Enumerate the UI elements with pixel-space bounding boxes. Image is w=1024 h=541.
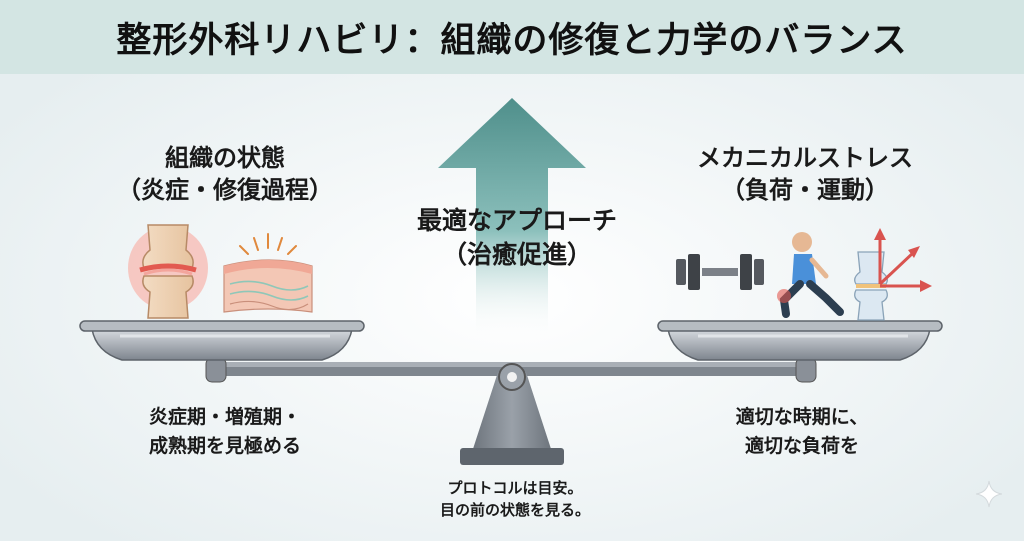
title-bar: 整形外科リハビリ：組織の修復と力学のバランス xyxy=(0,0,1024,74)
scale-stand xyxy=(460,363,564,465)
load-timing-note-line2: 適切な負荷を xyxy=(744,434,859,457)
dumbbell-icon xyxy=(676,254,764,290)
load-timing-note: 適切な時期に、 適切な負荷を xyxy=(672,403,932,460)
healing-phases-note: 炎症期・増殖期・ 成熟期を見極める xyxy=(100,403,350,460)
tissue-state-heading-line2: （炎症・修復過程） xyxy=(117,176,333,205)
lunging-person-icon xyxy=(777,232,844,318)
page-title: 整形外科リハビリ：組織の修復と力学のバランス xyxy=(116,20,908,61)
protocol-note: プロトコルは目安。 目の前の状態を見る。 xyxy=(380,478,650,522)
load-timing-note-line1: 適切な時期に、 xyxy=(735,406,869,428)
optimal-approach-heading-line1: 最適なアプローチ xyxy=(416,206,617,235)
optimal-approach-heading-line2: （治癒促進） xyxy=(441,239,592,269)
right-scale-pan xyxy=(657,320,943,361)
knee-force-vectors-icon xyxy=(854,228,932,321)
protocol-note-line2: 目の前の状態を見る。 xyxy=(439,500,590,519)
healing-phases-note-line1: 炎症期・増殖期・ xyxy=(148,406,301,428)
inflamed-knee-joint-icon xyxy=(128,224,208,319)
protocol-note-line1: プロトコルは目安。 xyxy=(447,479,583,497)
tissue-state-heading-line1: 組織の状態 xyxy=(165,144,285,172)
mechanical-stress-heading: メカニカルストレス （負荷・運動） xyxy=(640,142,970,207)
left-scale-pan xyxy=(79,320,365,361)
tissue-state-heading: 組織の状態 （炎症・修復過程） xyxy=(100,142,350,207)
upward-arrow-icon xyxy=(438,98,586,340)
healing-tissue-icon xyxy=(223,233,313,313)
sparkle-icon xyxy=(975,480,1003,508)
optimal-approach-heading: 最適なアプローチ （治癒促進） xyxy=(372,204,662,272)
mechanical-stress-heading-line2: （負荷・運動） xyxy=(721,176,889,205)
healing-phases-note-line2: 成熟期を見極める xyxy=(148,434,301,457)
mechanical-stress-heading-line1: メカニカルストレス xyxy=(697,144,913,172)
